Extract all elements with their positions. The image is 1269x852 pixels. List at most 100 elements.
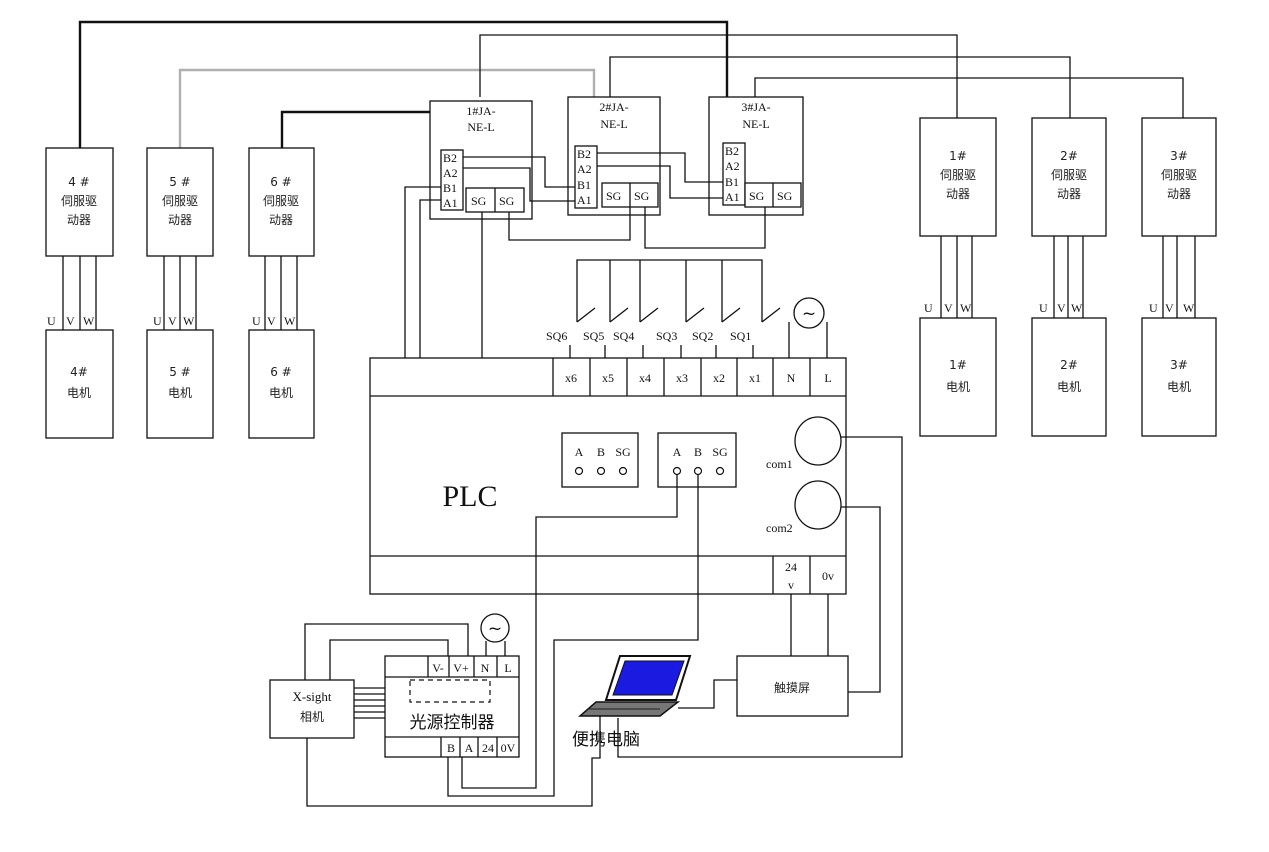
svg-text:x5: x5 — [602, 371, 614, 385]
svg-text:U: U — [47, 314, 56, 328]
touch-screen: 触摸屏 — [736, 655, 849, 717]
camera-light-wires — [354, 687, 385, 719]
jane-3-sg1: SG — [749, 189, 765, 203]
laptop-icon — [578, 655, 692, 717]
svg-text:2#: 2# — [1060, 149, 1078, 163]
plc-24v-label-1: 24 — [785, 560, 797, 574]
svg-text:W: W — [183, 314, 195, 328]
jane-3-line2: NE-L — [742, 117, 769, 131]
svg-text:0V: 0V — [501, 741, 516, 755]
jane-3-b1: B1 — [725, 175, 739, 189]
svg-text:4#: 4# — [70, 365, 88, 379]
svg-text:x6: x6 — [565, 371, 577, 385]
svg-text:6 #: 6 # — [270, 175, 292, 189]
svg-text:W: W — [284, 314, 296, 328]
jane-2-a2: A2 — [577, 162, 592, 176]
svg-text:~: ~ — [802, 304, 816, 324]
svg-text:W: W — [83, 314, 95, 328]
jane-module-1: 1#JA- NE-L B2 A2 B1 A1 SG SG — [429, 100, 533, 220]
svg-text:V: V — [1165, 301, 1174, 315]
svg-text:W: W — [1071, 301, 1083, 315]
laptop-label: 便携电脑 — [572, 730, 640, 750]
motor-5: 5 # 电机 — [146, 329, 214, 439]
svg-text:伺服驱: 伺服驱 — [1161, 168, 1197, 182]
switch-sq6: SQ6 — [546, 329, 567, 343]
svg-text:6 #: 6 # — [270, 365, 292, 379]
jane-2-b1: B1 — [577, 178, 591, 192]
jane-2-a1: A1 — [577, 193, 592, 207]
jane-3-a1: A1 — [725, 190, 740, 204]
motor-1: 1# 电机 — [919, 317, 997, 437]
motor-2: 2# 电机 — [1031, 317, 1107, 437]
svg-text:4 #: 4 # — [68, 175, 90, 189]
motor-6: 6 # 电机 — [248, 329, 315, 439]
svg-text:U: U — [924, 301, 933, 315]
touch-screen-label: 触摸屏 — [774, 681, 810, 695]
svg-text:伺服驱: 伺服驱 — [263, 194, 299, 208]
svg-text:3#: 3# — [1170, 358, 1188, 372]
svg-text:5 #: 5 # — [169, 365, 191, 379]
jane-1-a2: A2 — [443, 166, 458, 180]
camera-label-2: 相机 — [300, 710, 324, 724]
svg-text:A: A — [465, 741, 474, 755]
svg-text:B: B — [597, 445, 605, 459]
jane-1-b2: B2 — [443, 151, 457, 165]
jane-2-sg2: SG — [634, 189, 650, 203]
jane-3-sg2: SG — [777, 189, 793, 203]
bus-wire-driver5 — [178, 68, 596, 148]
servo-driver-3: 3# 伺服驱 动器 — [1141, 117, 1217, 237]
svg-text:x2: x2 — [713, 371, 725, 385]
switch-sq1: SQ1 — [730, 329, 751, 343]
svg-text:B: B — [447, 741, 455, 755]
svg-text:~: ~ — [488, 619, 502, 639]
svg-text:伺服驱: 伺服驱 — [61, 194, 97, 208]
svg-text:伺服驱: 伺服驱 — [1051, 168, 1087, 182]
svg-text:动器: 动器 — [1167, 187, 1191, 201]
uvw-wires-right — [940, 236, 1196, 318]
svg-text:伺服驱: 伺服驱 — [162, 194, 198, 208]
jane-1-b1: B1 — [443, 181, 457, 195]
camera-label-1: X-sight — [293, 689, 332, 704]
jane-2-b2: B2 — [577, 147, 591, 161]
plc-title: PLC — [442, 480, 497, 513]
bus-wire-driver6 — [280, 110, 430, 148]
jane-2-line1: 2#JA- — [599, 100, 628, 114]
svg-text:SG: SG — [712, 445, 728, 459]
svg-text:动器: 动器 — [67, 213, 91, 227]
servo-driver-6: 6 # 伺服驱 动器 — [248, 147, 315, 257]
bus-wire-driver1 — [479, 34, 958, 118]
svg-text:V+: V+ — [453, 661, 469, 675]
jane-module-3: 3#JA- NE-L B2 A2 B1 A1 SG SG — [708, 96, 804, 216]
servo-driver-4: 4 # 伺服驱 动器 — [45, 147, 114, 257]
svg-text:1#: 1# — [949, 358, 967, 372]
svg-text:x4: x4 — [639, 371, 651, 385]
switch-sq4: SQ4 — [613, 329, 634, 343]
svg-text:2#: 2# — [1060, 358, 1078, 372]
svg-text:com2: com2 — [766, 521, 793, 535]
svg-text:电机: 电机 — [168, 386, 192, 400]
svg-text:V: V — [944, 301, 953, 315]
svg-text:V-: V- — [432, 661, 444, 675]
ac-source-light-icon: ~ — [480, 613, 510, 643]
svg-text:动器: 动器 — [946, 187, 970, 201]
svg-text:V: V — [1057, 301, 1066, 315]
light-controller-title: 光源控制器 — [410, 713, 495, 733]
jane-2-line2: NE-L — [600, 117, 627, 131]
svg-text:U: U — [1149, 301, 1158, 315]
limit-switches: SQ6 SQ5 SQ4 SQ3 SQ2 SQ1 — [546, 259, 828, 358]
svg-text:N: N — [787, 371, 796, 385]
svg-text:com1: com1 — [766, 457, 793, 471]
svg-text:5 #: 5 # — [169, 175, 191, 189]
svg-text:A: A — [575, 445, 584, 459]
svg-text:V: V — [267, 314, 276, 328]
bus-wire-driver3 — [754, 77, 1184, 118]
switch-sq5: SQ5 — [583, 329, 604, 343]
svg-text:B: B — [694, 445, 702, 459]
jane-1-a1: A1 — [443, 196, 458, 210]
svg-text:3#: 3# — [1170, 149, 1188, 163]
svg-text:动器: 动器 — [168, 213, 192, 227]
motor-4: 4# 电机 — [45, 329, 114, 439]
svg-text:L: L — [824, 371, 831, 385]
